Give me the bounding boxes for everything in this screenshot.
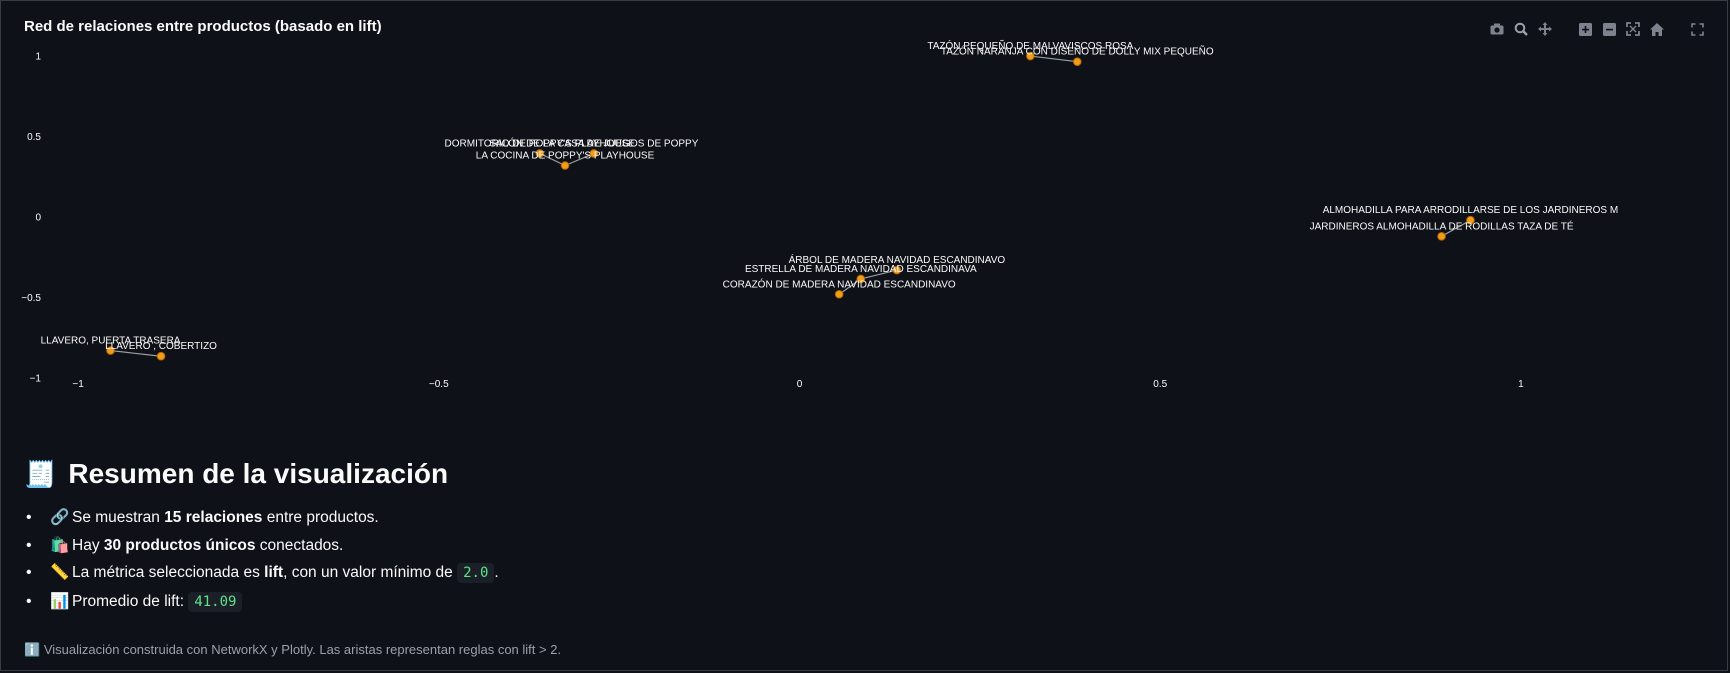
network-chart[interactable]: Red de relaciones entre productos (basad… bbox=[0, 0, 1730, 445]
x-tick-label: 0.5 bbox=[1153, 379, 1167, 390]
product-node bbox=[535, 149, 545, 158]
product-node bbox=[834, 289, 844, 299]
relation-edge bbox=[860, 269, 898, 280]
network-plot[interactable]: −1 −0.5 0 0.5 1 1 0.5 0 −0.5 −1 TAZÓN PEQUEÑO DE M… bbox=[0, 0, 1730, 445]
product-node bbox=[156, 351, 166, 361]
relation-edge bbox=[564, 152, 595, 167]
ruler-icon: 📏 bbox=[50, 564, 70, 581]
relation-edge bbox=[1441, 219, 1471, 237]
home-icon[interactable] bbox=[1648, 20, 1666, 38]
link-icon: 🔗 bbox=[50, 509, 70, 526]
node-label: ALMOHADILLA PARA ARRODILLARSE DE LOS JAR… bbox=[1323, 205, 1618, 216]
y-tick-label: 0 bbox=[35, 213, 41, 224]
x-tick-label: 1 bbox=[1518, 379, 1524, 390]
relation-edge bbox=[539, 152, 566, 167]
node-label: SALÓN DE LA CASA DE JUEGOS DE POPPY bbox=[489, 136, 698, 149]
summary-list: 🔗Se muestran 15 relaciones entre product… bbox=[24, 504, 1706, 616]
info-icon: ℹ️ bbox=[24, 642, 41, 657]
summary-section: 🧾 Resumen de la visualización 🔗Se muestr… bbox=[24, 458, 1706, 616]
node-label: DORMITORIO DE POPPY'S PLAYHOUSE bbox=[445, 138, 636, 149]
product-node bbox=[1437, 232, 1446, 241]
pan-icon[interactable] bbox=[1536, 20, 1554, 38]
product-node bbox=[1466, 215, 1475, 225]
camera-icon[interactable] bbox=[1488, 20, 1506, 38]
node-label: ÁRBOL DE MADERA NAVIDAD ESCANDINAVO bbox=[789, 253, 1006, 266]
receipt-icon: 🧾 bbox=[24, 458, 57, 489]
caption: ℹ️ Visualización construida con NetworkX… bbox=[24, 642, 561, 658]
summary-heading-text: Resumen de la visualización bbox=[68, 458, 449, 489]
shopping-bags-icon: 🛍️ bbox=[50, 536, 70, 554]
list-item: 🛍️Hay 30 productos únicos conectados. bbox=[24, 532, 1706, 560]
x-tick-label: −0.5 bbox=[429, 379, 449, 390]
y-tick-label: 1 bbox=[35, 52, 41, 63]
product-node bbox=[560, 161, 570, 170]
list-item: 📏La métrica seleccionada es lift, con un… bbox=[24, 559, 1706, 588]
zoom-icon[interactable] bbox=[1512, 20, 1530, 38]
min-value-code: 2.0 bbox=[457, 563, 495, 583]
autoscale-icon[interactable] bbox=[1624, 20, 1642, 38]
bar-chart-icon: 📊 bbox=[50, 592, 70, 610]
relation-edge bbox=[1030, 55, 1078, 63]
x-tick-label: 0 bbox=[797, 379, 803, 390]
node-label: TAZÓN PEQUEÑO DE MALVAVISCOS ROSA bbox=[927, 39, 1133, 52]
product-node bbox=[856, 274, 866, 284]
product-node bbox=[1072, 57, 1082, 66]
chart-title: Red de relaciones entre productos (basad… bbox=[24, 18, 382, 35]
list-item: 🔗Se muestran 15 relaciones entre product… bbox=[24, 504, 1706, 532]
x-tick-label: −1 bbox=[72, 379, 84, 390]
node-label: CORAZÓN DE MADERA NAVIDAD ESCANDINAVO bbox=[723, 277, 956, 290]
product-node bbox=[589, 149, 599, 158]
relation-edge bbox=[110, 349, 162, 357]
summary-heading: 🧾 Resumen de la visualización bbox=[24, 458, 1706, 490]
zoom-in-icon[interactable] bbox=[1576, 20, 1594, 38]
product-node bbox=[106, 346, 115, 355]
avg-lift-code: 41.09 bbox=[188, 591, 243, 612]
node-label: LA COCINA DE POPPY'S PLAYHOUSE bbox=[476, 150, 655, 161]
node-label: ESTRELLA DE MADERA NAVIDAD ESCANDINAVA bbox=[745, 264, 977, 275]
caption-text: Visualización construida con NetworkX y … bbox=[43, 642, 562, 657]
node-label: JARDINEROS ALMOHADILLA DE RODILLAS TAZA … bbox=[1310, 219, 1574, 232]
relation-edge bbox=[838, 278, 862, 295]
node-label: LLAVERO , COBERTIZO bbox=[105, 341, 217, 352]
product-node bbox=[892, 265, 902, 275]
plotly-modebar bbox=[1488, 20, 1706, 38]
node-label: LLAVERO, PUERTA TRASERA bbox=[41, 336, 181, 347]
fullscreen-icon[interactable] bbox=[1688, 20, 1706, 38]
y-tick-label: −1 bbox=[30, 373, 42, 384]
product-node bbox=[1026, 51, 1035, 61]
zoom-out-icon[interactable] bbox=[1600, 20, 1618, 38]
y-tick-label: −0.5 bbox=[21, 293, 41, 304]
y-tick-label: 0.5 bbox=[27, 132, 41, 143]
list-item: 📊Promedio de lift: 41.09 bbox=[24, 588, 1706, 617]
node-label: TAZÓN NARANJA CON DISEÑO DE DOLLY MIX PE… bbox=[941, 45, 1214, 58]
